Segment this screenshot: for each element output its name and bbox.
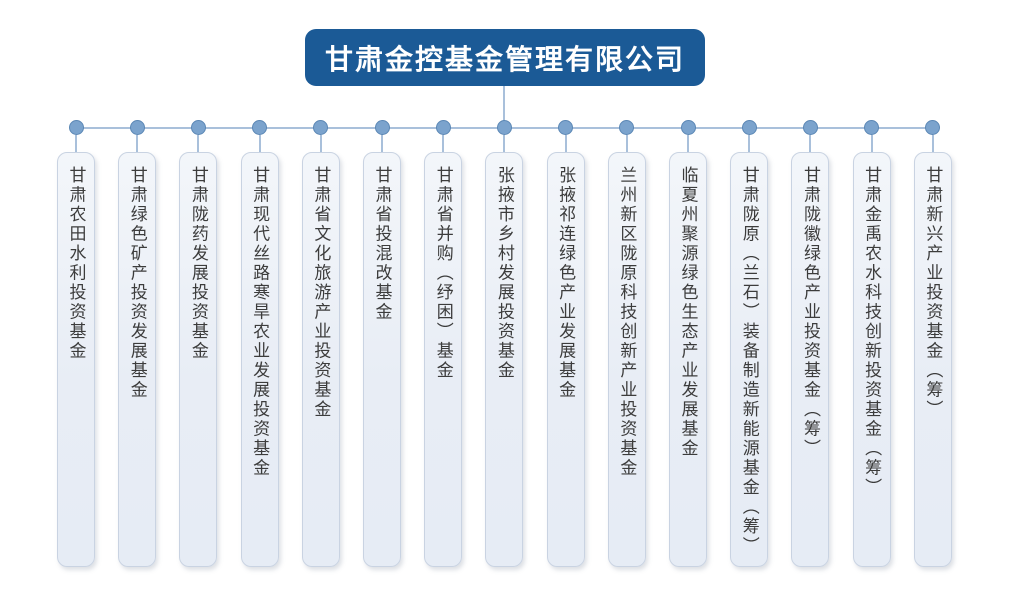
fund-column: 甘肃新兴产业投资基金（筹） (913, 120, 952, 567)
fund-name-label: 甘肃现代丝路寒旱农业发展投资基金 (250, 166, 270, 478)
fund-column: 张掖祁连绿色产业发展基金 (546, 120, 585, 567)
fund-column: 甘肃陇药发展投资基金 (179, 120, 218, 567)
fund-name-label: 甘肃陇药发展投资基金 (188, 166, 208, 361)
fund-name-label: 甘肃陇原（兰石）装备制造新能源基金（筹） (739, 166, 759, 556)
fund-name-label: 甘肃新兴产业投资基金（筹） (923, 166, 943, 420)
fund-box: 甘肃金禹农水科技创新投资基金（筹） (852, 152, 891, 567)
connector-dot (190, 120, 206, 135)
fund-name-label: 甘肃省文化旅游产业投资基金 (311, 166, 331, 420)
fund-box: 甘肃陇原（兰石）装备制造新能源基金（筹） (730, 152, 769, 567)
connector-stub-line (748, 135, 751, 152)
fund-box: 甘肃陇药发展投资基金 (179, 152, 218, 567)
fund-box: 甘肃绿色矿产投资发展基金 (118, 152, 157, 567)
connector-stub-line (870, 135, 873, 152)
connector-dot (496, 120, 512, 135)
fund-box: 甘肃省并购（纾困）基金 (424, 152, 463, 567)
fund-column: 甘肃陇徽绿色产业投资基金（筹） (791, 120, 830, 567)
connector-dot (558, 120, 574, 135)
fund-box: 甘肃新兴产业投资基金（筹） (913, 152, 952, 567)
connector-stub-line (136, 135, 139, 152)
fund-box: 甘肃省投混改基金 (363, 152, 402, 567)
fund-box: 甘肃现代丝路寒旱农业发展投资基金 (240, 152, 279, 567)
connector-stub-line (687, 135, 690, 152)
connector-stub-line (503, 135, 506, 152)
connector-stub-line (931, 135, 934, 152)
fund-column: 甘肃省文化旅游产业投资基金 (301, 120, 340, 567)
fund-column: 甘肃陇原（兰石）装备制造新能源基金（筹） (730, 120, 769, 567)
connector-stub-line (442, 135, 445, 152)
fund-column: 甘肃现代丝路寒旱农业发展投资基金 (240, 120, 279, 567)
connector-dot (802, 120, 818, 135)
connector-dot (374, 120, 390, 135)
fund-name-label: 甘肃陇徽绿色产业投资基金（筹） (800, 166, 820, 459)
fund-box: 张掖祁连绿色产业发展基金 (546, 152, 585, 567)
connector-stub-line (75, 135, 77, 152)
fund-column: 甘肃农田水利投资基金 (57, 120, 95, 567)
connector-dot (864, 120, 880, 135)
fund-box: 甘肃陇徽绿色产业投资基金（筹） (791, 152, 830, 567)
fund-name-label: 甘肃农田水利投资基金 (66, 166, 86, 361)
root-node: 甘肃金控基金管理有限公司 (305, 29, 705, 86)
fund-name-label: 张掖市乡村发展投资基金 (494, 166, 514, 381)
connector-dot (619, 120, 635, 135)
fund-name-label: 兰州新区陇原科技创新产业投资基金 (617, 166, 637, 478)
fund-column: 甘肃省并购（纾困）基金 (424, 120, 463, 567)
fund-column: 兰州新区陇原科技创新产业投资基金 (607, 120, 646, 567)
connector-dot (435, 120, 451, 135)
connector-dot (925, 120, 941, 135)
fund-name-label: 甘肃金禹农水科技创新投资基金（筹） (862, 166, 882, 498)
fund-box: 临夏州聚源绿色生态产业发展基金 (669, 152, 708, 567)
connector-dot (252, 120, 268, 135)
fund-box: 张掖市乡村发展投资基金 (485, 152, 524, 567)
fund-name-label: 临夏州聚源绿色生态产业发展基金 (678, 166, 698, 459)
fund-box: 甘肃省文化旅游产业投资基金 (301, 152, 340, 567)
connector-stub-line (809, 135, 812, 152)
connector-stub-line (564, 135, 567, 152)
fund-box: 甘肃农田水利投资基金 (57, 152, 95, 567)
fund-name-label: 张掖祁连绿色产业发展基金 (556, 166, 576, 400)
connector-dot (68, 120, 84, 135)
connector-stub-line (258, 135, 261, 152)
fund-column: 甘肃金禹农水科技创新投资基金（筹） (852, 120, 891, 567)
fund-name-label: 甘肃省并购（纾困）基金 (433, 166, 453, 381)
fund-box: 兰州新区陇原科技创新产业投资基金 (607, 152, 646, 567)
fund-columns: 甘肃农田水利投资基金 甘肃绿色矿产投资发展基金 甘肃陇药发展投资基金 甘肃现代丝… (57, 120, 952, 567)
connector-dot (741, 120, 757, 135)
fund-name-label: 甘肃绿色矿产投资发展基金 (127, 166, 147, 400)
connector-stub-line (625, 135, 628, 152)
root-connector-line (503, 86, 505, 128)
connector-dot (313, 120, 329, 135)
fund-column: 张掖市乡村发展投资基金 (485, 120, 524, 567)
connector-dot (680, 120, 696, 135)
connector-stub-line (381, 135, 384, 152)
connector-dot (129, 120, 145, 135)
fund-name-label: 甘肃省投混改基金 (372, 166, 392, 322)
connector-stub-line (319, 135, 322, 152)
fund-column: 临夏州聚源绿色生态产业发展基金 (669, 120, 708, 567)
root-node-title: 甘肃金控基金管理有限公司 (324, 43, 685, 75)
fund-column: 甘肃省投混改基金 (363, 120, 402, 567)
fund-column: 甘肃绿色矿产投资发展基金 (118, 120, 157, 567)
connector-stub-line (197, 135, 200, 152)
